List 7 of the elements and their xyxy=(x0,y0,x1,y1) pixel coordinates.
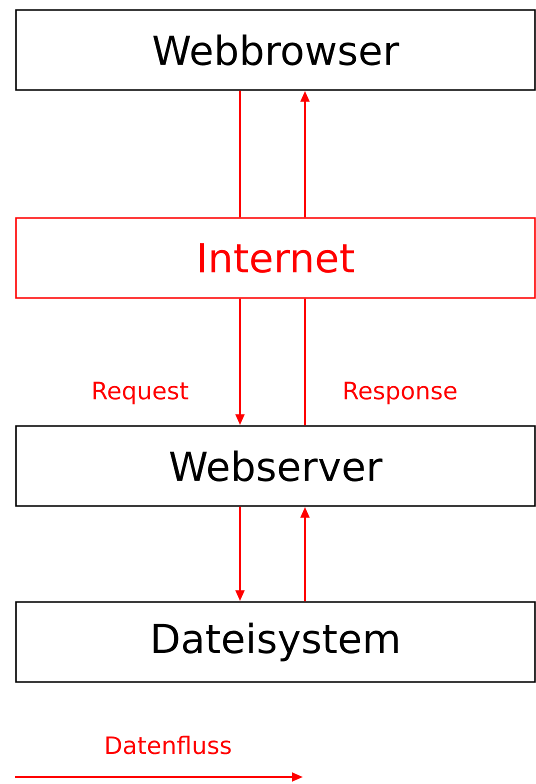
network-box: Internet xyxy=(15,217,536,299)
component-box: Dateisystem xyxy=(15,601,536,683)
component-box: Webserver xyxy=(15,425,536,507)
edge-label: Response xyxy=(341,380,459,406)
component-box: Webbrowser xyxy=(15,9,536,91)
edge-label: Request xyxy=(90,380,190,406)
legend-label: Datenfluss xyxy=(106,736,231,754)
